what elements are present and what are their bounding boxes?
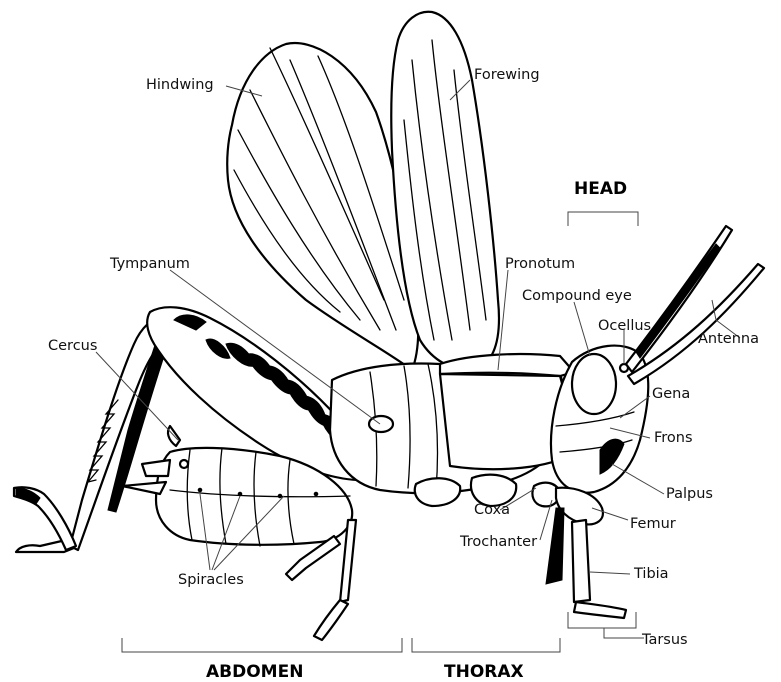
head-bracket [568,212,638,226]
label-coxa: Coxa [474,502,510,518]
thorax-bracket [412,638,560,652]
label-tibia: Tibia [633,566,669,582]
section-thorax: THORAX [444,662,524,682]
label-compound-eye: Compound eye [522,288,632,304]
label-cercus: Cercus [48,338,97,354]
label-frons: Frons [654,430,693,446]
section-abdomen: ABDOMEN [206,662,303,682]
front-leg [532,483,626,618]
label-antenna: Antenna [698,331,759,347]
label-trochanter: Trochanter [459,534,537,550]
label-palpus: Palpus [666,486,713,502]
label-pronotum: Pronotum [505,256,575,272]
label-hindwing: Hindwing [146,77,214,93]
abdomen-bracket [122,638,402,652]
label-gena: Gena [652,386,690,402]
label-spiracles: Spiracles [178,572,244,588]
head-body [551,226,764,493]
label-tympanum: Tympanum [109,256,190,272]
label-femur: Femur [630,516,676,532]
label-tarsus: Tarsus [641,632,688,648]
label-forewing: Forewing [474,67,540,83]
section-head: HEAD [574,179,627,199]
hindwing [227,43,418,370]
label-ocellus: Ocellus [598,318,651,334]
